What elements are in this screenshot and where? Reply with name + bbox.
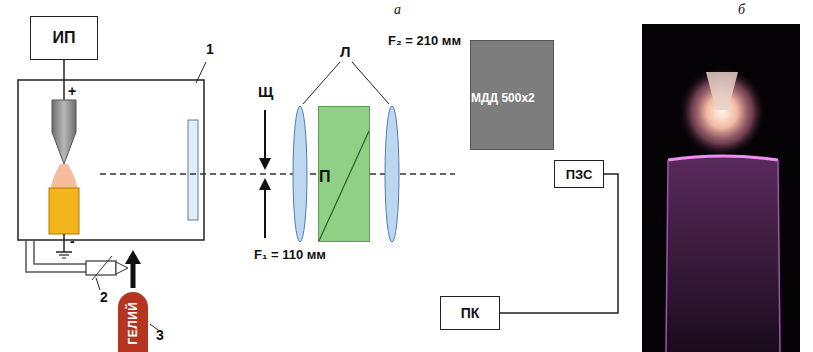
node-text: П: [319, 168, 331, 186]
lens: [385, 106, 399, 242]
plasma: [50, 164, 78, 190]
photo-cathode: [706, 72, 738, 110]
wire: [63, 234, 65, 252]
part-label: Л: [340, 44, 351, 61]
gas-arrow: [131, 262, 136, 288]
slit: [264, 110, 266, 166]
panel-label: а: [394, 2, 401, 17]
connector-line: [500, 174, 618, 313]
prism-box: П: [318, 106, 370, 242]
leader-line: [96, 278, 100, 290]
ground-symbol: [62, 258, 66, 259]
discharge-glow: [678, 66, 766, 158]
pc-box: ПК: [440, 296, 500, 330]
leader-line: [352, 62, 389, 104]
power-supply-box: ИП: [30, 16, 98, 60]
panel-label: б: [738, 2, 745, 17]
window: [188, 120, 198, 220]
terminal-sign: +: [68, 84, 76, 99]
node-text: ПК: [461, 305, 480, 321]
leader-line: [196, 62, 206, 83]
node-text: МДД 500х2: [471, 91, 535, 105]
callout-number: 3: [156, 328, 164, 343]
valve: [86, 261, 116, 275]
terminal-sign: -: [70, 234, 75, 249]
ground-symbol: [59, 254, 69, 255]
gas-cylinder: ГЕЛИЙ: [118, 292, 148, 352]
dimension-label: F₂ = 210 мм: [388, 34, 461, 48]
callout-number: 2: [100, 290, 108, 305]
slit: [259, 158, 271, 170]
gas-line: [26, 240, 86, 272]
photo-anode-glow: [666, 160, 668, 352]
leader-line: [303, 62, 340, 104]
gas-arrow: [125, 250, 141, 264]
node-text: ПЗС: [566, 167, 593, 182]
prism-diagonal: [319, 131, 369, 241]
ground-symbol: [56, 251, 72, 253]
chamber: [18, 80, 204, 240]
slit: [264, 182, 266, 238]
photo-anode-glow: [668, 156, 778, 160]
monochromator-box: МДД 500х2: [470, 40, 554, 150]
photo-anode: [666, 156, 780, 352]
discharge-photo: [642, 24, 800, 352]
gas-line: [34, 240, 86, 264]
anode: [49, 188, 79, 234]
valve: [92, 256, 112, 280]
photo-anode-glow: [778, 160, 780, 352]
dimension-label: F₁ = 110 мм: [254, 248, 326, 262]
callout-number: 1: [206, 42, 214, 57]
connector: [500, 174, 618, 313]
node-text: ИП: [53, 29, 76, 47]
optical-axis: [100, 173, 455, 175]
ccd-box: ПЗС: [554, 160, 604, 188]
part-label: Щ: [258, 84, 273, 101]
slit: [259, 178, 271, 190]
node-text: ГЕЛИЙ: [126, 302, 140, 345]
lens: [293, 106, 307, 242]
cathode: [52, 100, 76, 164]
